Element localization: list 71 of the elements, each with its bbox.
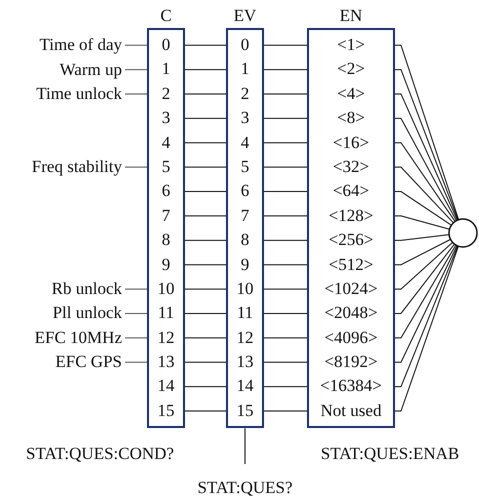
enable-weight: Not used: [309, 398, 393, 424]
bit-number: 9: [228, 252, 262, 277]
bit-number: 11: [228, 301, 262, 326]
enable-weight: <256>: [309, 228, 393, 253]
signal-name: EFC GPS: [55, 352, 122, 372]
command-text: STAT:QUES?: [197, 478, 293, 498]
enable-weight: <16>: [309, 130, 393, 155]
enable-weight: <8>: [309, 106, 393, 131]
signal-name: Pll unlock: [52, 303, 122, 324]
enable-weight: <16384>: [309, 374, 393, 399]
bit-number: 14: [228, 374, 262, 399]
bit-number: 3: [228, 106, 262, 131]
bit-number: 9: [149, 252, 183, 277]
enable-weight: <32>: [309, 154, 393, 180]
bit-number: 0: [228, 33, 262, 58]
bit-number: 4: [149, 130, 183, 155]
leader-line: [124, 337, 150, 338]
register-command: STAT:QUES:COND?: [26, 444, 174, 464]
bit-number: 7: [149, 204, 183, 228]
bit-number: 5: [149, 154, 183, 180]
enable-weight: <8192>: [309, 350, 393, 374]
enable-weight: <512>: [309, 252, 393, 277]
bit-number: 4: [228, 130, 262, 155]
bit-number: 2: [149, 82, 183, 106]
leader-line: [124, 288, 150, 290]
leader-line: [124, 93, 150, 94]
bit-number: 5: [228, 154, 262, 180]
bit-number: 10: [228, 276, 262, 302]
signal-name: Time unlock: [36, 84, 122, 104]
bit-number: 13: [228, 350, 262, 374]
column-heading: C: [159, 5, 173, 27]
enable-weight: <4096>: [309, 326, 393, 350]
bit-number: 3: [149, 106, 183, 131]
leader-line: [124, 166, 150, 168]
enable-weight: <2048>: [309, 301, 393, 326]
leader-line: [124, 69, 150, 70]
bit-number: 8: [228, 228, 262, 253]
bit-number: 12: [149, 326, 183, 350]
bit-number: 12: [228, 326, 262, 350]
signal-name: Rb unlock: [52, 279, 122, 300]
enable-weight: <64>: [309, 179, 393, 204]
bit-number: 1: [228, 57, 262, 82]
enable-weight: <4>: [309, 82, 393, 106]
bit-number: 0: [149, 33, 183, 58]
bit-number: 11: [149, 301, 183, 326]
leader-line: [244, 428, 246, 464]
enable-weight: <128>: [309, 204, 393, 228]
signal-name: EFC 10MHz: [34, 328, 122, 348]
signal-name: Time of day: [40, 35, 122, 56]
bit-number: 6: [228, 179, 262, 204]
column-heading: EV: [232, 5, 258, 27]
enable-weight: <2>: [309, 57, 393, 82]
leader-line: [124, 312, 150, 314]
leader-line: [124, 44, 150, 46]
bit-number: 15: [149, 398, 183, 424]
register-command: STAT:QUES:ENAB: [320, 444, 460, 464]
leader-line: [124, 362, 150, 363]
bit-number: 2: [228, 82, 262, 106]
bit-number: 8: [149, 228, 183, 253]
bit-number: 10: [149, 276, 183, 302]
signal-name: Freq stability: [32, 157, 122, 178]
signal-name: Warm up: [60, 60, 122, 80]
enable-weight: <1>: [309, 33, 393, 58]
column-heading: EN: [338, 5, 364, 27]
bit-number: 13: [149, 350, 183, 374]
bit-number: 14: [149, 374, 183, 399]
bit-number: 6: [149, 179, 183, 204]
enable-weight: <1024>: [309, 276, 393, 302]
bit-number: 1: [149, 57, 183, 82]
bit-number: 15: [228, 398, 262, 424]
bit-number: 7: [228, 204, 262, 228]
